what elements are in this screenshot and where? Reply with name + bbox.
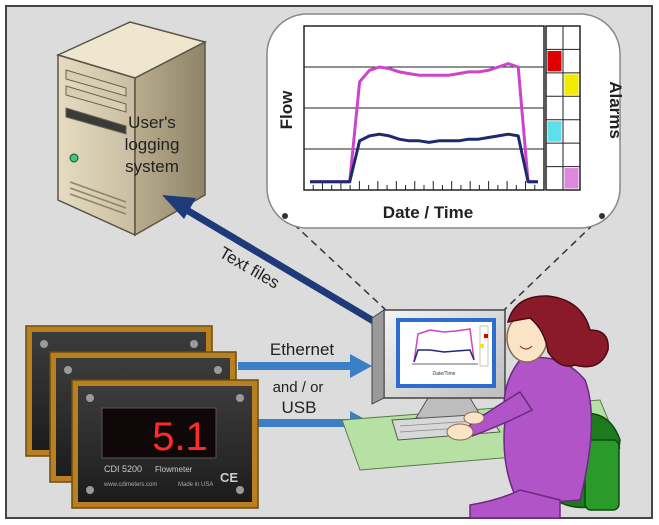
flow-chart (303, 25, 581, 191)
meter-type-label: Flowmeter (155, 465, 193, 474)
meter-ce-mark: CE (220, 470, 238, 485)
chart-xlabel: Date / Time (383, 203, 473, 222)
alarms-label: Alarms (606, 81, 625, 139)
ethernet-label: Ethernet (270, 340, 335, 359)
series-line-2 (310, 132, 538, 184)
monitor-screen-caption: Date/Time (433, 371, 456, 377)
server-label-line-1: User's (128, 113, 176, 132)
meter-fine-print-left: www.cdimeters.com (103, 482, 157, 488)
shirt (503, 356, 593, 506)
operator-person (446, 295, 621, 519)
power-led-icon (69, 153, 79, 163)
server-label-line-3: system (125, 157, 179, 176)
usb-label: USB (282, 398, 317, 417)
server-tower: User's logging system (55, 21, 208, 237)
meter-front: 5.1 CDI 5200 Flowmeter www.cdimeters.com… (71, 379, 259, 509)
meter-fine-print-right: Made in USA (178, 482, 213, 488)
server-label-line-2: logging (125, 135, 180, 154)
chart-callout: Flow Date / Time Alarms (266, 13, 625, 313)
hair (506, 295, 609, 368)
meter-display (101, 407, 217, 459)
alarm-cell-4 (564, 168, 579, 189)
alarm-cell-3 (547, 121, 562, 142)
meter-display-value: 5.1 (152, 415, 208, 459)
chart-ylabel: Flow (277, 90, 296, 129)
meter-model: CDI 5200 (104, 464, 142, 474)
and-or-label: and / or (273, 379, 324, 396)
alarm-cell-2 (564, 74, 579, 95)
alarm-cell-1 (547, 50, 562, 72)
ethernet-arrow: Ethernet (238, 340, 372, 378)
